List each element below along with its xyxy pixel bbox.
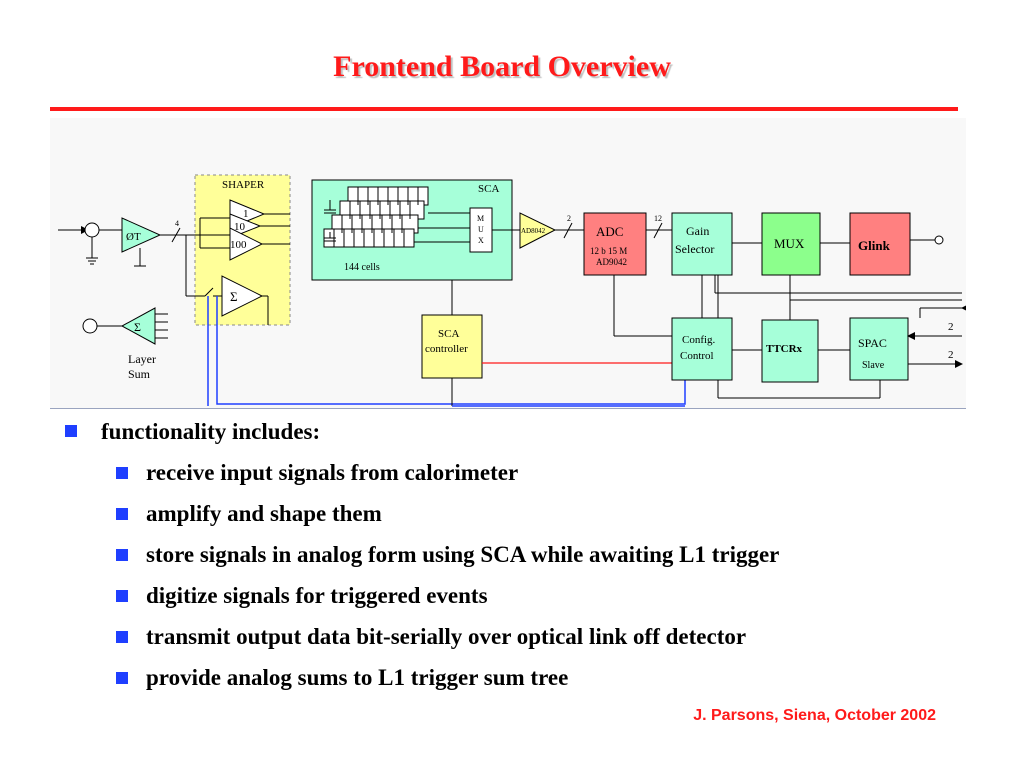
- bullet-square-icon: [116, 549, 128, 561]
- ttcrx-label: TTCRx: [766, 343, 803, 355]
- gain-selector-label-2: Selector: [675, 242, 714, 256]
- sum-output-connector: [82, 318, 98, 334]
- mux-label: MUX: [774, 236, 805, 251]
- input-amp-label: ØT: [126, 231, 141, 243]
- diagram-border: [50, 408, 966, 409]
- diagram-svg: SHAPER ØT 4 1 10 100: [58, 174, 966, 407]
- config-control-box: [671, 317, 733, 381]
- svg-text:X: X: [478, 236, 484, 245]
- sigma-amp: [221, 275, 264, 317]
- bullet-main: functionality includes:: [65, 418, 995, 446]
- bullet-square-icon: [116, 631, 128, 643]
- spac-input-a: 2: [948, 321, 954, 333]
- sub-bullet-text: digitize signals for triggered events: [146, 583, 488, 608]
- spac-label-2: Slave: [862, 360, 885, 371]
- ad8042-label: AD8042: [521, 227, 546, 235]
- sub-bullet: receive input signals from calorimeter: [65, 459, 995, 487]
- sub-bullet-text: amplify and shape them: [146, 501, 382, 526]
- layer-sum-sigma: Σ: [134, 320, 141, 334]
- adc-title: ADC: [596, 224, 623, 239]
- sigma-label: Σ: [230, 289, 238, 304]
- gain-selector-label-1: Gain: [686, 224, 709, 238]
- sub-bullet: store signals in analog form using SCA w…: [65, 541, 995, 569]
- sub-bullet-text: store signals in analog form using SCA w…: [146, 542, 780, 567]
- sub-bullet: digitize signals for triggered events: [65, 582, 995, 610]
- config-control-label-1: Config.: [682, 334, 716, 346]
- width-2-label: 2: [567, 214, 571, 223]
- input-connector: [84, 222, 100, 238]
- sub-bullet: provide analog sums to L1 trigger sum tr…: [65, 664, 995, 692]
- width-4-label: 4: [175, 219, 179, 228]
- sca-controller-label-1: SCA: [438, 328, 459, 340]
- bullet-main-text: functionality includes:: [101, 419, 321, 444]
- slide-footer: J. Parsons, Siena, October 2002: [693, 707, 936, 724]
- svg-text:U: U: [478, 225, 484, 234]
- spac-input-b: 2: [948, 349, 954, 361]
- bullet-square-icon: [116, 590, 128, 602]
- bullet-square-icon: [65, 425, 77, 437]
- width-12-label: 12: [654, 214, 662, 223]
- frontend-block-diagram: SHAPER ØT 4 1 10 100: [50, 118, 966, 408]
- layer-sum-label-2: Sum: [128, 367, 151, 381]
- adc-box: [583, 212, 647, 276]
- sub-bullet-text: provide analog sums to L1 trigger sum tr…: [146, 665, 569, 690]
- adc-sub1: 12 b 15 M: [590, 246, 627, 256]
- gain-selector-box: [671, 212, 733, 276]
- sub-bullet: transmit output data bit-serially over o…: [65, 623, 995, 651]
- bullet-square-icon: [116, 467, 128, 479]
- sca-label: SCA: [478, 183, 499, 195]
- glink-output-connector: [934, 235, 944, 245]
- gain-1-label: 1: [243, 208, 249, 220]
- functionality-list: functionality includes: receive input si…: [65, 418, 995, 705]
- glink-box: [849, 212, 911, 276]
- blue-wire-2: [216, 296, 686, 405]
- adc-sub2: AD9042: [596, 257, 627, 267]
- mux-box: [761, 212, 821, 276]
- layer-sum-amp: [120, 307, 156, 345]
- input-amplifier: [121, 217, 162, 253]
- layer-sum-label-1: Layer: [128, 352, 156, 366]
- sub-bullet-text: receive input signals from calorimeter: [146, 460, 519, 485]
- gain-100-amp: [229, 227, 264, 261]
- spac-label-1: SPAC: [858, 336, 887, 350]
- slide-title: Frontend Board Overview: [333, 50, 671, 83]
- gain-100-label: 100: [230, 239, 247, 251]
- bullet-square-icon: [116, 508, 128, 520]
- title-divider: [50, 107, 958, 111]
- ttcrx-box: [761, 319, 819, 383]
- sub-bullet: amplify and shape them: [65, 500, 995, 528]
- gain-10-label: 10: [234, 221, 246, 233]
- sca-controller-label-2: controller: [425, 343, 468, 355]
- config-control-label-2: Control: [680, 350, 714, 362]
- glink-label: Glink: [858, 238, 891, 253]
- spac-box: [849, 317, 909, 381]
- svg-text:M: M: [477, 214, 484, 223]
- bullet-square-icon: [116, 672, 128, 684]
- sub-bullet-text: transmit output data bit-serially over o…: [146, 624, 747, 649]
- sca-cells-label: 144 cells: [344, 262, 380, 273]
- shaper-label: SHAPER: [222, 179, 265, 191]
- ad8042-amp: [519, 212, 557, 249]
